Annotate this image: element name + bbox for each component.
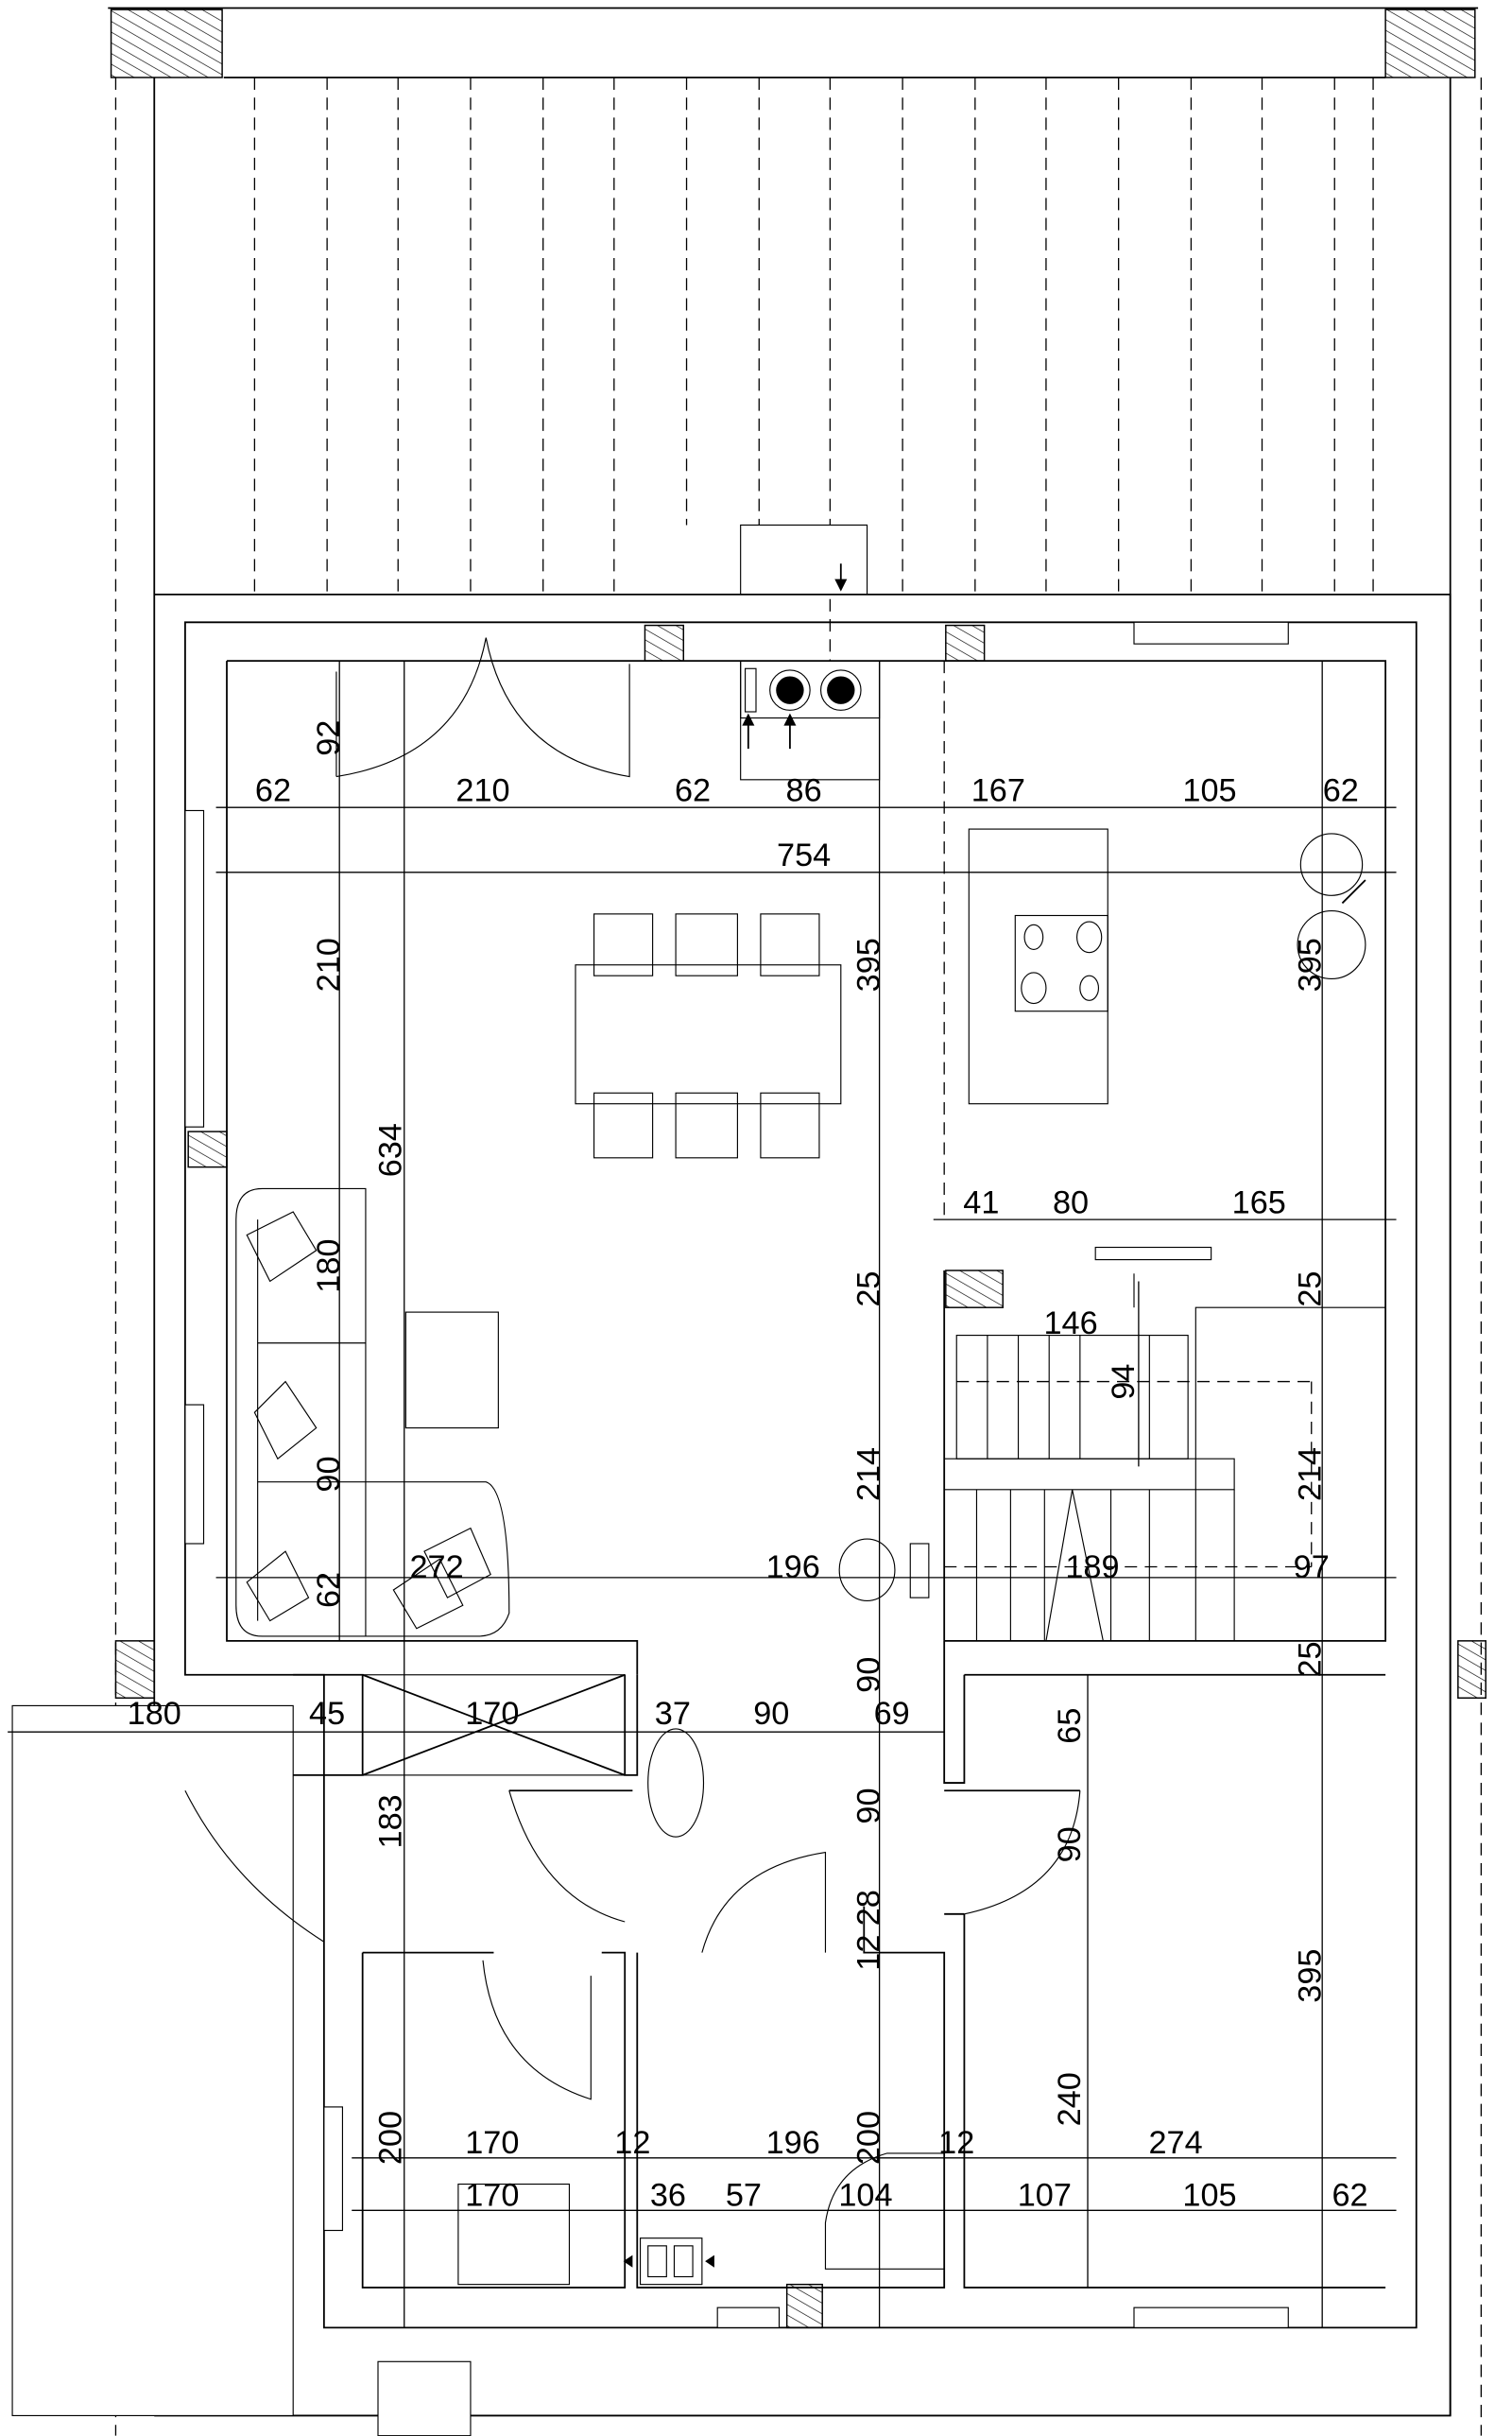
dim-label: 395: [1293, 1949, 1329, 2003]
dim-label: 214: [851, 1447, 887, 1501]
dim-label: 25: [1293, 1641, 1329, 1677]
kitchen-island: [968, 828, 1108, 1105]
dim-label: 196: [766, 1549, 820, 1585]
dim-label: 62: [255, 773, 291, 809]
roof-column-left: [110, 9, 223, 78]
dim-label: 62: [311, 1572, 347, 1608]
dim-label: 165: [1232, 1185, 1286, 1221]
dim-label: 62: [675, 773, 711, 809]
dim-label: 36: [650, 2177, 686, 2213]
column: [187, 1131, 228, 1168]
doors: [184, 637, 1081, 2100]
staircase: [944, 1246, 1386, 1642]
dim-label: 90: [753, 1696, 789, 1732]
dim-label: 274: [1148, 2125, 1202, 2161]
dim-label: 45: [309, 1696, 345, 1732]
dining-table: [575, 913, 842, 1159]
column: [945, 1270, 1004, 1308]
column: [1457, 1640, 1486, 1699]
tv-unit: [404, 1311, 499, 1429]
dim-label: 754: [777, 838, 831, 873]
dim-label: 12: [614, 2125, 650, 2161]
column: [114, 1640, 155, 1699]
dim-label: 180: [311, 1239, 347, 1293]
dim-label: 62: [1332, 2177, 1368, 2213]
dim-label: 57: [726, 2177, 762, 2213]
column: [945, 624, 986, 662]
dim-label: 90: [851, 1657, 887, 1693]
roof-overhang: [108, 7, 1482, 2436]
column: [644, 624, 684, 662]
dim-label: 12: [938, 2125, 974, 2161]
window: [1133, 2306, 1289, 2328]
dim-label: 94: [1106, 1363, 1142, 1399]
window: [184, 809, 205, 1128]
column: [785, 2283, 823, 2329]
dim-label: 25: [851, 1271, 887, 1307]
dim-label: 180: [128, 1696, 181, 1732]
dim-label: 105: [1182, 773, 1236, 809]
dim-label: 41: [963, 1185, 999, 1221]
dim-label: 90: [1052, 1826, 1088, 1862]
dim-label: 69: [874, 1696, 910, 1732]
dim-label: 170: [465, 1696, 519, 1732]
dim-label: 272: [409, 1549, 463, 1585]
dim-label: 105: [1182, 2177, 1236, 2213]
entrance-step: [377, 2360, 472, 2436]
dim-label: 12: [851, 1935, 887, 1971]
dim-label: 210: [311, 938, 347, 992]
dim-label: 62: [1323, 773, 1359, 809]
dim-label: 240: [1052, 2072, 1088, 2126]
stove: [740, 563, 881, 781]
dim-label: 25: [1293, 1271, 1329, 1307]
dim-label: 90: [851, 1788, 887, 1823]
dim-label: 200: [372, 2111, 408, 2165]
dim-label: 65: [1052, 1708, 1088, 1744]
sink: [1297, 833, 1366, 980]
dim-label: 37: [655, 1696, 691, 1732]
dim-label: 104: [838, 2177, 892, 2213]
dim-label: 80: [1053, 1185, 1089, 1221]
window: [716, 2306, 781, 2328]
dim-label: 170: [465, 2177, 519, 2213]
toilet: [838, 1538, 930, 1601]
dim-label: 214: [1293, 1447, 1329, 1501]
window: [323, 2106, 344, 2232]
washbasin: [647, 1728, 705, 1838]
dim-label: 395: [1293, 938, 1329, 992]
dim-label: 395: [851, 938, 887, 992]
window: [184, 1404, 205, 1545]
dimension-lines: [8, 661, 1397, 2328]
chimney: [740, 524, 868, 596]
dim-label: 183: [372, 1794, 408, 1848]
dim-label: 196: [766, 2125, 820, 2161]
dim-label: 146: [1043, 1305, 1097, 1341]
dim-label: 97: [1294, 1549, 1330, 1585]
dim-label: 86: [786, 773, 822, 809]
window: [1133, 621, 1289, 645]
dim-label: 189: [1065, 1549, 1119, 1585]
dim-label: 170: [465, 2125, 519, 2161]
roof-column-right: [1384, 9, 1476, 78]
dim-label: 28: [851, 1890, 887, 1926]
dim-label: 167: [971, 773, 1025, 809]
boiler: [623, 2237, 714, 2286]
dim-label: 200: [851, 2111, 887, 2165]
interior-walls: [293, 661, 1386, 2289]
dim-label: 634: [372, 1123, 408, 1177]
dim-label: 90: [311, 1456, 347, 1492]
dim-label: 210: [455, 773, 509, 809]
shower: [824, 2152, 945, 2270]
dim-label: 107: [1018, 2177, 1072, 2213]
dim-label: 92: [311, 720, 347, 756]
exterior-walls: [11, 594, 1486, 2436]
dimension-labels: 62 210 62 86 167 105 62 754 41 80 165 14…: [128, 720, 1368, 2214]
washing-machine: [457, 2183, 571, 2286]
porch: [11, 1704, 294, 2417]
sofa: [235, 1187, 510, 1637]
